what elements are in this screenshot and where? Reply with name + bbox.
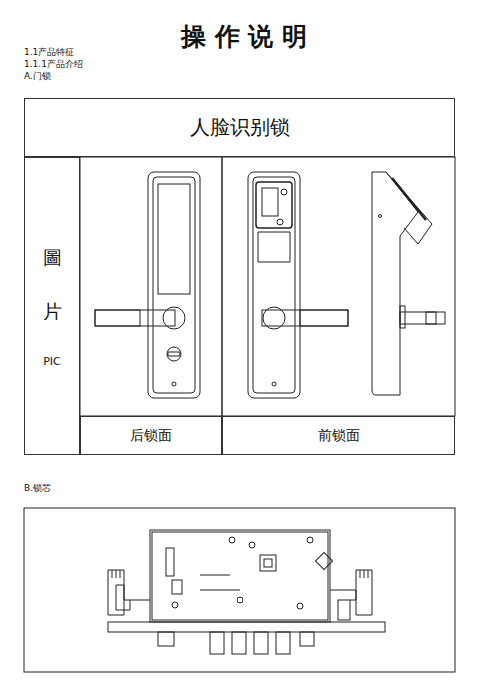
section-label: 1.1产品特征 — [24, 46, 74, 59]
table-cell: 后锁面 — [80, 416, 222, 455]
page-title: 操 作 说 明 — [181, 20, 307, 53]
cell-text: 后锁面 — [130, 427, 172, 445]
cell-text: 前锁面 — [318, 427, 360, 445]
cell-text: 片 — [43, 299, 62, 325]
cell-text: PIC — [43, 355, 61, 368]
table-cell: 人脸识别锁 — [24, 98, 455, 157]
section-label: 1.1.1产品介绍 — [24, 58, 83, 71]
section-label: B.锁芯 — [24, 482, 51, 495]
table-cell: 前锁面 — [222, 416, 455, 455]
section-label: A.门锁 — [24, 70, 51, 83]
cell-text: 人脸识别锁 — [190, 114, 290, 141]
cell-text: 圖 — [43, 245, 62, 271]
table-cell: 圖片 PIC — [24, 157, 80, 455]
